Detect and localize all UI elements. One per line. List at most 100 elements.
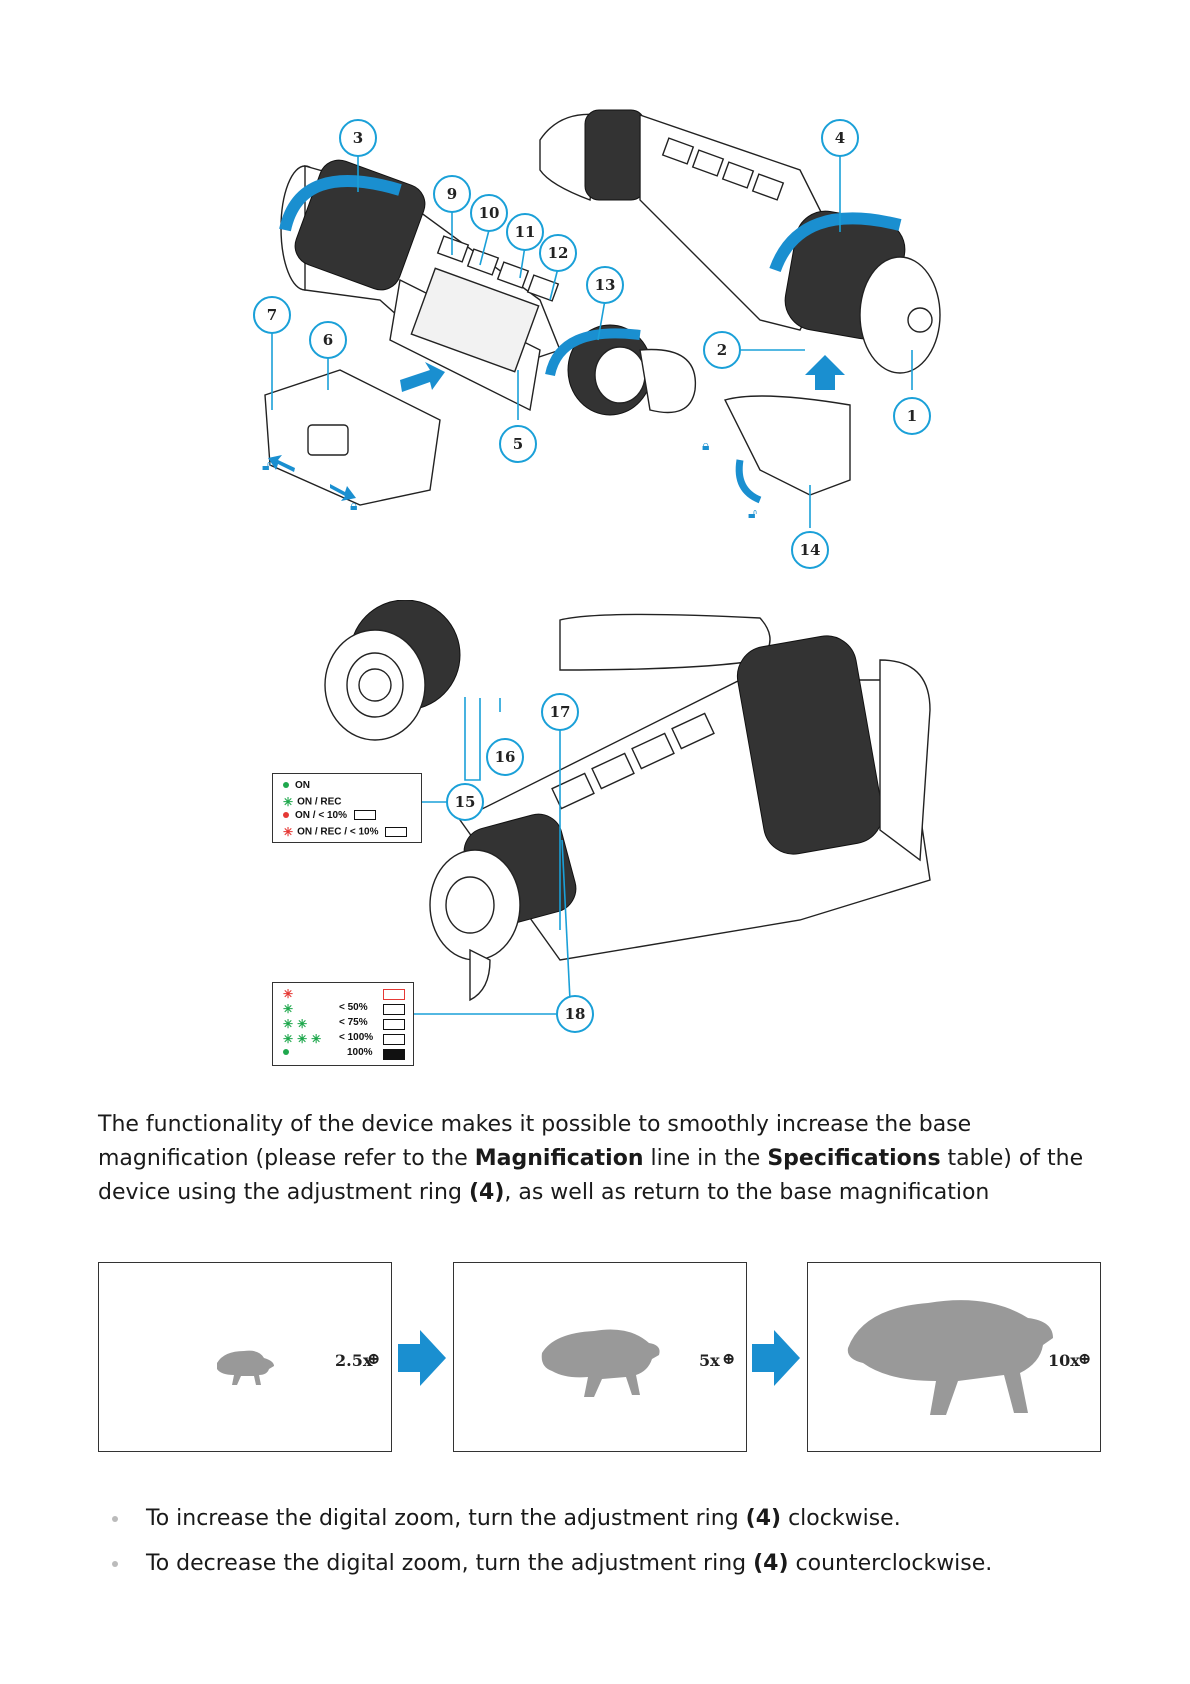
callout-6: 6 [310,322,346,358]
main-device-side [430,631,930,1000]
svg-text:7: 7 [267,306,277,324]
svg-text:6: 6 [323,331,333,349]
unlock-icon-cap: 🔓︎ [748,506,757,522]
svg-text:18: 18 [565,1005,586,1023]
insert-arrow [400,362,445,392]
blink-red-icon: ✳ [283,987,293,1001]
legend-18-row-1: ✳ [283,987,403,1001]
svg-text:4: 4 [835,129,845,147]
callout-12: 12 [540,235,576,271]
callout-13: 13 [587,267,623,303]
legend-18-row-4: ✳✳✳< 100% [283,1032,403,1046]
svg-text:11: 11 [515,223,536,241]
list-text: To decrease the digital zoom, turn the a… [146,1551,753,1576]
list-text: clockwise. [781,1506,901,1531]
callout-1: 1 [894,398,930,434]
legend-label: ON / REC [297,797,341,808]
svg-text:16: 16 [495,748,516,766]
zoom-level-label: 10x [1048,1351,1080,1370]
unlock-icon: 🔓︎ [262,458,271,474]
callout-14: 14 [792,532,828,568]
svg-text:14: 14 [800,541,821,559]
arrow-right-icon [752,1330,802,1386]
legend-label: < 50% [339,1002,368,1013]
legend-15-row-3: ON / < 10% [283,810,376,821]
svg-text:3: 3 [353,129,363,147]
blink-green-icon: ✳ [283,1017,293,1031]
battery-pack: 🔓︎ 🔒︎ [262,362,445,514]
legend-15-row-4: ✳ON / REC / < 10% [283,825,407,839]
zoom-level-label: 5x [699,1351,720,1370]
list-bold: (4) [746,1506,781,1531]
blink-green-icon: ✳ [283,795,293,809]
callout-17: 17 [542,694,578,730]
paragraph-bold-ring: (4) [469,1180,504,1205]
battery-icon [383,1019,405,1030]
legend-18-row-3: ✳ ✳ < 75% [283,1017,403,1031]
svg-text:1: 1 [907,407,917,425]
legend-18-row-5: 100% [283,1047,403,1058]
svg-text:2: 2 [717,341,727,359]
legend-label: 100% [347,1047,373,1058]
charging-battery-icon [354,810,376,820]
zoom-in-icon: ⊕ [367,1349,380,1368]
legend-label: ON / < 10% [295,810,347,821]
legend-15-row-2: ✳ ON / REC [283,795,342,809]
blink-green-icon: ✳ [283,1002,293,1016]
zoom-panel-2: 5x ⊕ [453,1262,747,1452]
no-battery-icon [383,989,405,1000]
legend-label: ON [295,780,310,791]
svg-text:13: 13 [595,276,616,294]
bullet-dot [112,1561,118,1567]
paragraph-text: line in the [643,1146,767,1171]
zoom-in-icon: ⊕ [1078,1349,1091,1368]
cap-rotate-arrow [739,460,760,500]
list-item: To increase the digital zoom, turn the a… [98,1496,1098,1541]
legend-18-row-2: ✳ < 50% [283,1002,403,1016]
list-text: To increase the digital zoom, turn the a… [146,1506,746,1531]
zoom-instructions-list: To increase the digital zoom, turn the a… [98,1496,1098,1586]
paragraph-text: , as well as return to the base magnific… [504,1180,989,1205]
lock-icon: 🔒︎ [350,498,357,514]
callout-18: 18 [557,996,593,1032]
up-arrow [805,355,845,390]
callout-7: 7 [254,297,290,333]
svg-text:9: 9 [447,185,457,203]
legend-15-row-1: ON [283,780,310,791]
paragraph-bold-specifications: Specifications [767,1146,940,1171]
lock-icon-cap: 🔒︎ [702,438,709,454]
rear-view-device [325,600,460,740]
svg-text:5: 5 [513,435,523,453]
list-text: counterclockwise. [789,1551,993,1576]
led-green-icon [283,782,289,788]
bullet-dot [112,1516,118,1522]
svg-text:17: 17 [550,703,571,721]
svg-text:12: 12 [548,244,569,262]
battery-icon [383,1034,405,1045]
battery-full-icon [383,1049,405,1060]
callout-10: 10 [471,195,507,231]
blink-green-icon: ✳ [311,1032,321,1046]
charging-battery-icon [385,827,407,837]
legend-label: ON / REC / < 10% [297,827,378,838]
svg-text:10: 10 [479,204,500,222]
led-green-icon [283,1049,289,1055]
zoom-in-icon: ⊕ [722,1349,735,1368]
blink-green-icon: ✳ [297,1017,307,1031]
right-device: 🔒︎ 🔓︎ [540,110,940,522]
callout-2: 2 [704,332,740,368]
callout-16: 16 [487,739,523,775]
legend-label: < 75% [339,1017,368,1028]
callout-4: 4 [822,120,858,156]
zoom-panel-1: 2.5x ⊕ [98,1262,392,1452]
led-red-icon [283,812,289,818]
body-top-edge [560,614,770,670]
paragraph-bold-magnification: Magnification [475,1146,644,1171]
battery-icon [383,1004,405,1015]
callout-15: 15 [447,784,483,820]
device-diagram-bottom: 15 16 17 18 [0,600,1190,1100]
magnification-paragraph: The functionality of the device makes it… [98,1108,1098,1210]
callout-9: 9 [434,176,470,212]
zoom-panel-3: 10x ⊕ [807,1262,1101,1452]
arrow-right-icon [398,1330,448,1386]
